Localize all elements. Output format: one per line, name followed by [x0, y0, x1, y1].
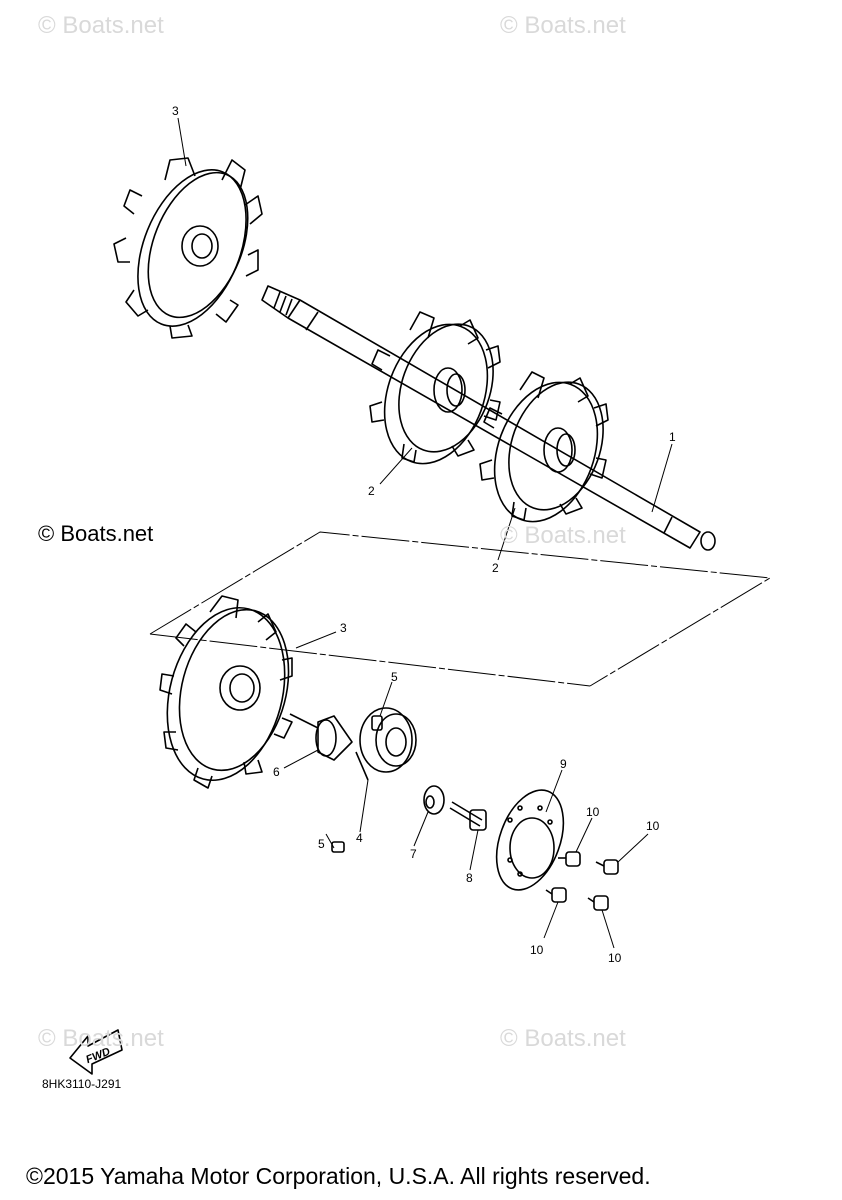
set-screw-5-top — [371, 715, 383, 731]
watermark: © Boats.net — [500, 522, 626, 549]
callout-6: 6 — [273, 765, 280, 779]
spacer-7 — [423, 785, 445, 815]
wheel-sprocket-b — [479, 371, 609, 523]
callout-8: 8 — [466, 871, 473, 885]
fwd-arrow-icon — [69, 1029, 123, 1075]
projection-frame — [149, 531, 771, 687]
callout-4: 4 — [356, 831, 363, 845]
callout-5-bottom: 5 — [318, 837, 325, 851]
set-screw-5-bottom — [331, 841, 345, 853]
callout-10-b: 10 — [646, 819, 660, 833]
bolts-10 — [545, 851, 619, 911]
bolt-8 — [449, 801, 487, 831]
callout-3-upper: 3 — [172, 104, 179, 118]
leader-lines-lower — [283, 631, 649, 949]
callout-10-d: 10 — [608, 951, 622, 965]
flange-9 — [495, 789, 565, 891]
wheel-sprocket-a — [369, 311, 501, 465]
callout-2-left: 2 — [368, 484, 375, 498]
watermark: © Boats.net — [500, 1025, 626, 1052]
diagram-code: 8HK3110-J291 — [42, 1077, 122, 1091]
sprocket-lower — [159, 595, 293, 789]
copyright-notice: ©2015 Yamaha Motor Corporation, U.S.A. A… — [26, 1163, 651, 1189]
collar-6 — [289, 713, 353, 761]
callout-1: 1 — [669, 430, 676, 444]
watermark: © Boats.net — [500, 12, 626, 39]
callout-3-lower: 3 — [340, 621, 347, 635]
sprocket-upper — [113, 157, 263, 339]
callout-5-top: 5 — [391, 670, 398, 684]
watermark: © Boats.net — [38, 521, 154, 546]
watermark: © Boats.net — [38, 12, 164, 39]
callout-7: 7 — [410, 847, 417, 861]
callout-10-a: 10 — [586, 805, 600, 819]
callout-10-c: 10 — [530, 943, 544, 957]
leader-lines-upper — [177, 117, 673, 561]
callout-9: 9 — [560, 757, 567, 771]
callout-2-right: 2 — [492, 561, 499, 575]
drive-shaft — [261, 285, 716, 551]
watermark: © Boats.net — [38, 1025, 164, 1052]
bearing-housing-4 — [355, 707, 417, 781]
